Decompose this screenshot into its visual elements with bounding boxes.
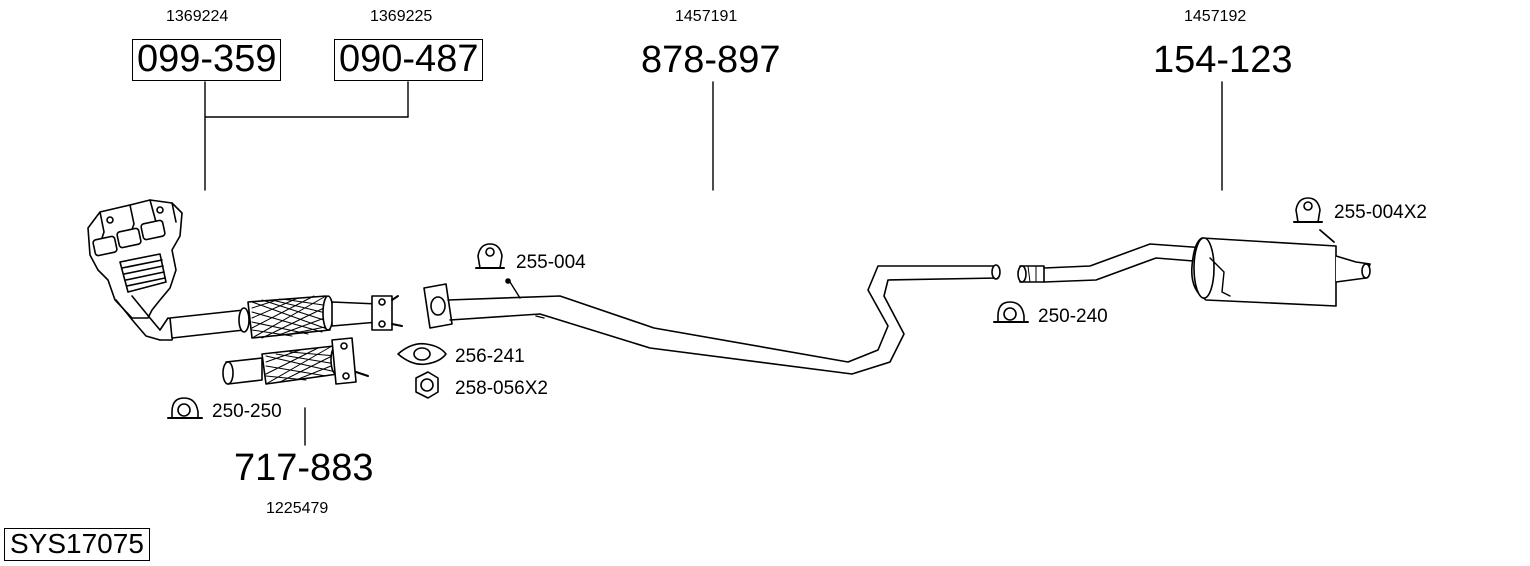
accessory-label-nut: 258-056X2 (455, 378, 548, 399)
clamp-front-icon (167, 397, 203, 419)
front-pipe-icon (169, 295, 403, 339)
accessory-label-gasket: 256-241 (455, 346, 525, 367)
accessory-label-clamp-rear: 250-240 (1038, 306, 1108, 327)
accessory-label-mount-rear: 255-004X2 (1334, 202, 1427, 223)
part-code-878-897: 878-897 (641, 39, 781, 81)
part-code-090-487: 090-487 (334, 39, 484, 81)
exhaust-manifold-icon (87, 199, 183, 341)
mid-pipe-icon (423, 264, 1001, 375)
part-code-099-359: 099-359 (132, 39, 282, 81)
gasket-icon (397, 342, 447, 366)
leader-lines (204, 81, 1223, 446)
rubber-mount-rear-icon (1293, 197, 1323, 223)
rubber-mount-front-icon (475, 243, 505, 269)
part-ref-1457192: 1457192 (1184, 8, 1247, 25)
part-ref-1225479: 1225479 (266, 500, 329, 517)
flex-pipe-icon (222, 337, 369, 385)
system-code: SYS17075 (4, 528, 150, 561)
part-code-154-123: 154-123 (1153, 39, 1293, 81)
nut-icon (415, 371, 439, 399)
part-code-717-883: 717-883 (234, 447, 374, 489)
part-ref-1369224: 1369224 (166, 8, 229, 25)
rear-silencer-icon (1017, 229, 1371, 307)
part-ref-1369225: 1369225 (370, 8, 433, 25)
accessory-label-mount-front: 255-004 (516, 252, 586, 273)
accessory-label-clamp-front: 250-250 (212, 401, 282, 422)
clamp-rear-icon (993, 301, 1029, 323)
part-ref-1457191: 1457191 (675, 8, 738, 25)
